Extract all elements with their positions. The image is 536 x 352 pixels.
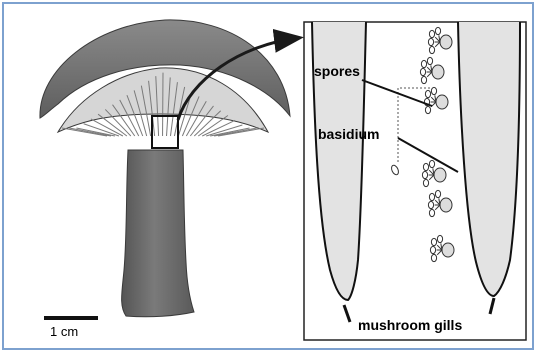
- scale-bar-label: 1 cm: [50, 324, 78, 339]
- spore: [429, 30, 434, 37]
- spore: [420, 68, 425, 75]
- spore: [429, 46, 434, 53]
- spore: [428, 38, 433, 45]
- spore: [431, 87, 436, 94]
- spore: [435, 190, 440, 197]
- mushroom-stem: [122, 150, 194, 317]
- spore: [427, 57, 432, 64]
- spore: [425, 90, 430, 97]
- spore: [425, 106, 430, 113]
- spore: [435, 27, 440, 34]
- spore: [423, 163, 428, 170]
- spore: [437, 235, 442, 242]
- label-basidium: basidium: [318, 126, 379, 142]
- spore: [431, 238, 436, 245]
- label-spores: spores: [314, 63, 360, 79]
- spore: [429, 193, 434, 200]
- label-mushroom-gills: mushroom gills: [358, 317, 462, 333]
- spore: [421, 76, 426, 83]
- spore: [421, 60, 426, 67]
- spore: [423, 179, 428, 186]
- spore: [429, 209, 434, 216]
- spore: [430, 246, 435, 253]
- spore: [429, 160, 434, 167]
- spore: [422, 171, 427, 178]
- spore: [431, 254, 436, 261]
- spore: [428, 201, 433, 208]
